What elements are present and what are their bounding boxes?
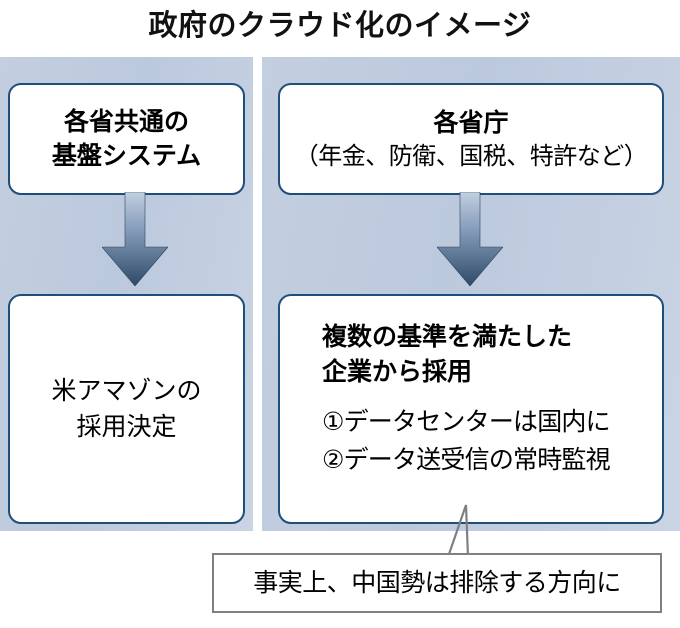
right-bottom-requirements-list: ①データセンターは国内に ②データ送受信の常時監視 <box>322 403 611 479</box>
right-down-arrow-icon <box>437 192 503 286</box>
right-top-box-heading: 各省庁 <box>433 108 509 137</box>
page-title: 政府のクラウド化のイメージ <box>148 10 532 42</box>
callout-pointer-line <box>446 504 470 557</box>
callout-box: 事実上、中国勢は排除する方向に <box>212 553 662 613</box>
left-top-box: 各省共通の 基盤システム <box>8 83 245 195</box>
left-top-box-line1: 各省共通の <box>63 108 189 136</box>
right-top-box: 各省庁 （年金、防衛、国税、特許など） <box>278 83 664 195</box>
left-top-box-line2: 基盤システム <box>51 142 202 170</box>
right-top-box-subtitle: （年金、防衛、国税、特許など） <box>294 142 648 170</box>
requirement-item-2: ②データ送受信の常時監視 <box>322 446 611 474</box>
left-down-arrow-icon <box>102 192 168 286</box>
requirement-item-1: ①データセンターは国内に <box>322 408 611 436</box>
left-bottom-box-line1: 米アマゾンの <box>51 377 202 405</box>
right-bottom-box: 複数の基準を満たした 企業から採用 ①データセンターは国内に ②データ送受信の常… <box>278 294 664 524</box>
callout-text: 事実上、中国勢は排除する方向に <box>253 569 621 597</box>
left-bottom-box-line2: 採用決定 <box>76 413 177 441</box>
right-bottom-heading-line1: 複数の基準を満たした <box>322 323 573 351</box>
left-bottom-box: 米アマゾンの 採用決定 <box>8 294 245 524</box>
right-bottom-heading-line2: 企業から採用 <box>322 358 473 386</box>
